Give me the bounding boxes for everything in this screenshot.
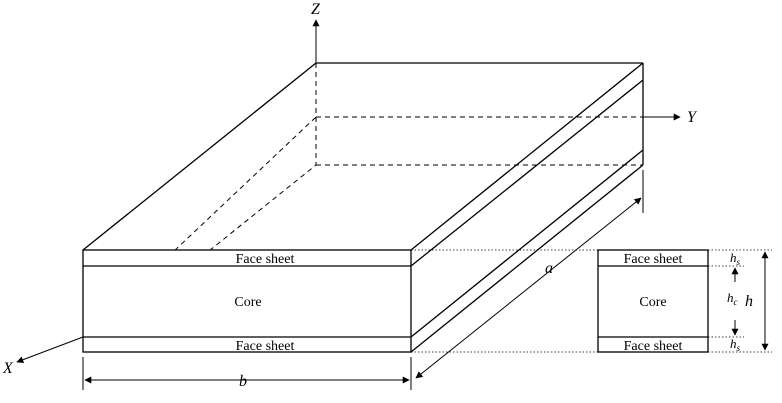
dimension-hc: hc [727, 267, 739, 336]
dimension-h: h [745, 251, 769, 351]
hs-top-label: h [730, 250, 737, 265]
svg-text:hs: hs [730, 250, 741, 267]
dimension-a-label: a [545, 260, 553, 277]
panel-top-face [82, 62, 644, 251]
dimension-hs-bottom: hs [730, 336, 741, 353]
z-axis-label: Z [311, 1, 321, 18]
z-axis: Z [311, 1, 321, 63]
panel-face-sheet-bottom-label: Face sheet [236, 339, 295, 354]
section-dimension-lines [708, 249, 772, 353]
hs-bottom-subscript: s [737, 343, 741, 353]
section-face-sheet-top-label: Face sheet [624, 252, 683, 267]
section-face-sheet-bottom-label: Face sheet [624, 339, 683, 354]
cross-section [597, 249, 709, 353]
x-axis-label: X [2, 360, 14, 377]
dimension-hs-top: hs [730, 250, 741, 267]
section-core-label: Core [639, 295, 666, 310]
dimension-b-label: b [239, 373, 247, 390]
hs-top-subscript: s [737, 257, 741, 267]
panel-front-face [82, 249, 412, 353]
y-axis-label: Y [687, 109, 698, 126]
x-axis: X [2, 336, 84, 377]
projection-lines [411, 249, 598, 353]
panel-face-sheet-top-label: Face sheet [236, 252, 295, 267]
svg-text:hc: hc [727, 290, 738, 307]
dimension-a: a [415, 170, 644, 379]
svg-text:hs: hs [730, 336, 741, 353]
hc-label: h [727, 290, 734, 305]
hs-bottom-label: h [730, 336, 737, 351]
y-axis: Y [643, 109, 698, 126]
panel-core-label: Core [234, 295, 261, 310]
hc-subscript: c [734, 297, 738, 307]
dimension-h-label: h [745, 293, 753, 310]
dimension-b: b [82, 357, 412, 390]
